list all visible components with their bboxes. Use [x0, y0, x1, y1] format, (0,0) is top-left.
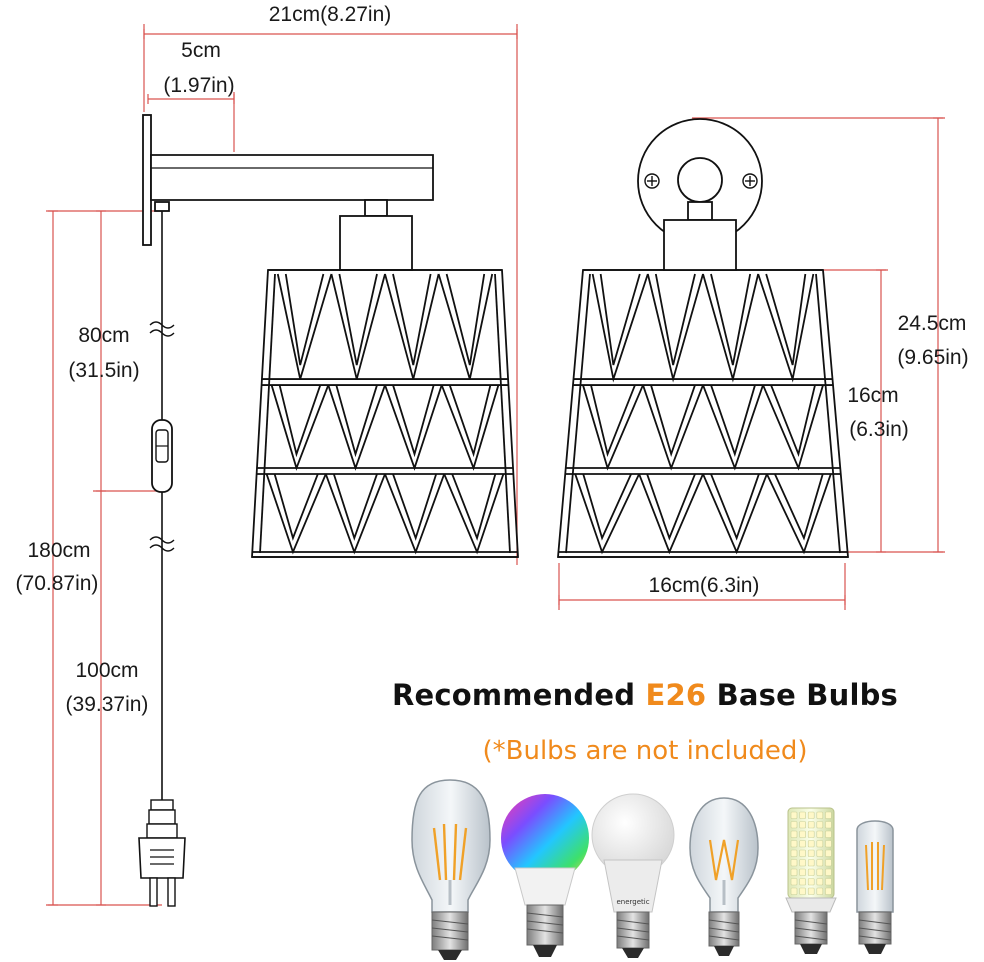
arm-length-in-label: (1.97in) [163, 74, 234, 97]
total-height-cm-label: 24.5cm [898, 312, 967, 335]
lamp-side-view [138, 114, 434, 907]
dimension-ticks [48, 29, 943, 906]
cord-clip [154, 201, 170, 212]
shade-width-label: 16cm(6.3in) [649, 574, 760, 597]
cord-bottom-in-label: (39.37in) [66, 693, 149, 716]
lamp-arm [150, 154, 434, 201]
shade-height-cm-label: 16cm [847, 384, 898, 407]
cage-shade-front [557, 269, 849, 558]
bulb-brand-label: energetic [616, 898, 649, 906]
dimension-lines [46, 24, 945, 906]
base-type-highlight: E26 [645, 678, 707, 712]
socket-housing [663, 219, 737, 271]
heading-suffix: Base Bulbs [706, 678, 899, 712]
cord-total-cm-label: 180cm [27, 539, 90, 562]
total-height-in-label: (9.65in) [897, 346, 968, 369]
shade-height-in-label: (6.3in) [849, 418, 909, 441]
recommended-bulbs-heading: Recommended E26 Base Bulbs [215, 678, 984, 712]
a19-led-bulb-icon: energetic [591, 793, 675, 958]
cord-bottom-cm-label: 100cm [75, 659, 138, 682]
socket-stem [364, 199, 388, 217]
a19-filament-bulb-icon [689, 797, 759, 956]
cord-break-mark [149, 536, 175, 544]
bulbs-not-included-note: (*Bulbs are not included) [482, 736, 808, 766]
screw-icon [644, 173, 660, 189]
cord-top-cm-label: 80cm [78, 324, 129, 347]
wall-plate [142, 114, 152, 246]
st64-filament-bulb-icon [411, 779, 491, 960]
lamp-front-view [637, 118, 763, 271]
arm-end-cap [677, 157, 723, 203]
plug-icon [138, 799, 186, 907]
socket-housing [339, 215, 413, 271]
rgb-smart-bulb-icon [501, 794, 589, 957]
total-width-label: 21cm(8.27in) [269, 3, 392, 26]
tubular-filament-bulb-icon [856, 820, 894, 954]
cage-shade-side [251, 269, 519, 558]
corn-led-bulb-icon [785, 807, 837, 954]
screw-icon [742, 173, 758, 189]
dimension-labels: 21cm(8.27in) 5cm (1.97in) 80cm (31.5in) … [16, 3, 969, 716]
arm-length-cm-label: 5cm [181, 39, 221, 62]
cord-break-mark [149, 321, 175, 329]
cord-top-in-label: (31.5in) [68, 359, 139, 382]
socket-stem [687, 201, 713, 221]
heading-prefix: Recommended [391, 678, 646, 712]
cord-total-in-label: (70.87in) [16, 572, 99, 595]
